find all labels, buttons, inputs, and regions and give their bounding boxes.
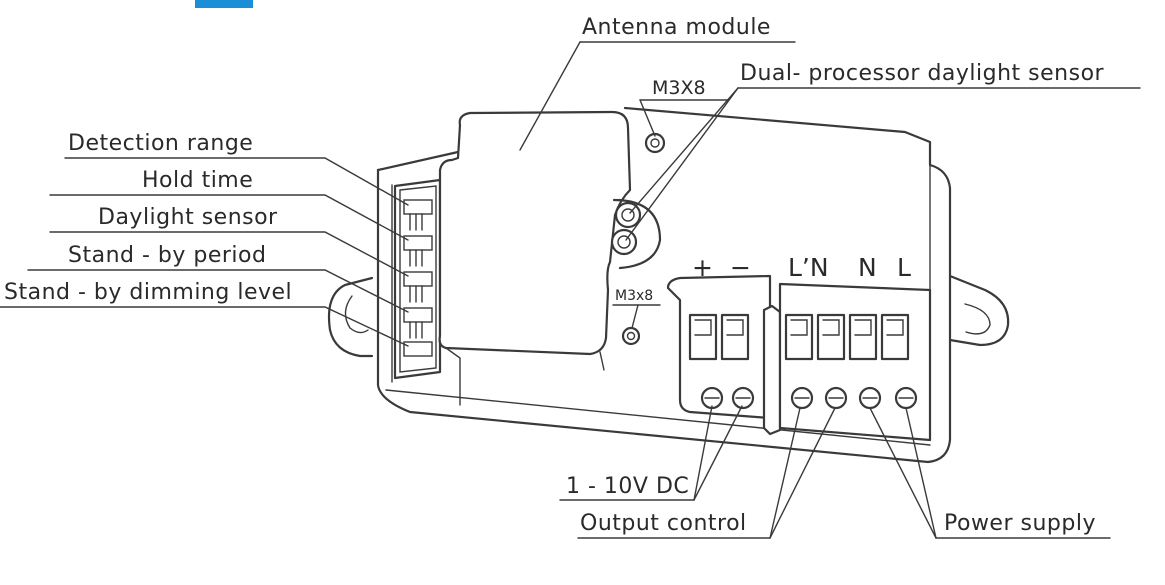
housing [327,106,1010,464]
label-dc-output: 1 - 10V DC [566,474,689,499]
leader-lines [0,41,1141,539]
label-dual-processor: Dual- processor daylight sensor [740,61,1105,86]
dip-switch-block [393,178,442,380]
daylight-sensor-lenses [610,198,662,270]
terminal-ln: L’N [788,253,829,282]
label-antenna-module: Antenna module [582,15,771,40]
terminal-n: N [858,253,877,282]
terminal-block-power [778,282,932,442]
screw-bottom [621,326,641,346]
antenna-cover [438,110,632,406]
terminal-separator [762,304,782,436]
terminal-l: L [897,253,911,282]
label-standby-period: Stand - by period [68,243,266,268]
terminal-block-dc [666,274,772,420]
title-fragment [195,0,253,8]
label-m3x8-small: M3x8 [615,288,653,304]
label-daylight-sensor: Daylight sensor [98,205,278,230]
label-m3x8-top: M3X8 [652,77,706,99]
screw-top [644,132,666,154]
label-power-supply: Power supply [944,511,1096,536]
terminal-plus: + [692,253,713,282]
label-hold-time: Hold time [142,168,253,193]
label-standby-dimming: Stand - by dimming level [4,280,292,305]
terminal-minus: − [730,253,751,282]
label-detection-range: Detection range [68,131,253,156]
label-output-control: Output control [580,511,747,536]
